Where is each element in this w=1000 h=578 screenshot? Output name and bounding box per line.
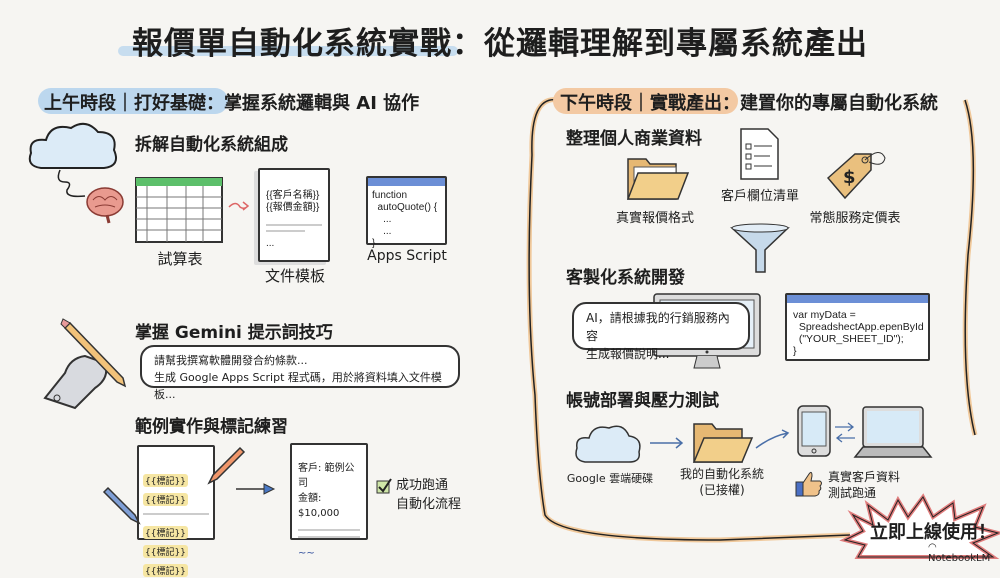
doc-field: {{報價金額}}: [266, 202, 320, 213]
cloud-icon: [28, 122, 117, 169]
afternoon-frame: [526, 97, 978, 543]
system-line: 我的自動化系統: [679, 467, 764, 481]
svg-text:$: $: [843, 167, 856, 188]
thumbs-up-icon: [795, 471, 822, 497]
afternoon-pill-bg: [553, 88, 738, 114]
checkbox-check-icon: [376, 478, 392, 494]
test-line: 真實客戶資料: [828, 470, 901, 484]
script-label: Apps Script: [367, 248, 447, 264]
brand-name: NotebookLM: [928, 553, 991, 564]
doc-field: ...: [266, 238, 275, 249]
spreadsheet-icon: [135, 177, 223, 243]
section-heading: 掌握 Gemini 提示詞技巧: [135, 323, 333, 343]
ai-prompt-bubble: AI，請根據我的行銷服務內容 生成報價說明...: [572, 302, 750, 361]
section-heading: 範例實作與標記練習: [135, 417, 288, 437]
sheet-label: 試算表: [157, 250, 203, 268]
system-label: 我的自動化系統 (已接權): [672, 466, 772, 498]
system-line: (已接權): [699, 483, 745, 497]
section-heading: 帳號部署與壓力測試: [566, 391, 719, 411]
morning-pill-label: 上午時段｜打好基礎: [44, 93, 206, 114]
morning-header: 上午時段｜打好基礎：掌握系統邏輯與 AI 協作: [44, 89, 419, 115]
client-field: 客戶: 範例公司: [298, 463, 355, 489]
curved-arrow-icon: [755, 429, 790, 449]
prompt-line: 生成 Google Apps Script 程式碼，用於將資料填入文件模板...: [154, 371, 442, 401]
afternoon-subtitle: ：建置你的專屬自動化系統: [722, 93, 938, 114]
tag: {{標記}}: [143, 526, 188, 539]
doc-label: 文件模板: [264, 267, 325, 285]
afternoon-pill-label: 下午時段｜實戰產出: [560, 93, 722, 114]
checklist-doc-icon: [740, 128, 779, 180]
success-line: 自動化流程: [396, 497, 462, 512]
section-heading: 客製化系統開發: [566, 268, 685, 288]
brain-icon: [86, 187, 124, 224]
page-title: 報價單自動化系統實戰：從邏輯理解到專屬系統產出: [132, 26, 868, 62]
thought-line-icon: [57, 169, 86, 198]
morning-pill-bg: [38, 88, 228, 114]
doc-field: {{客戶名稱}}: [266, 190, 320, 201]
price-tag-icon: $: [826, 152, 886, 200]
tagged-doc: {{標記}} {{標記}} {{標記}} {{標記}} {{標記}}: [137, 445, 215, 577]
code-text: var myData = SpreadshectApp.epenById ("Y…: [793, 309, 924, 357]
tag: {{標記}}: [143, 545, 188, 558]
drive-label: Google 雲端硬碟: [566, 472, 654, 485]
tag: {{標記}}: [143, 564, 188, 577]
success-text: 成功跑通自動化流程: [396, 476, 461, 514]
result-doc: 客戶: 範例公司 金額: $10,000 ~~: [290, 443, 368, 559]
launch-text: 立即上線使用！: [870, 522, 996, 543]
morning-subtitle: ：掌握系統邏輯與 AI 協作: [206, 93, 420, 114]
prompt-line: 生成報價說明...: [586, 347, 670, 361]
afternoon-header: 下午時段｜實戰產出：建置你的專屬自動化系統: [560, 89, 938, 115]
doc-template-card: {{客戶名稱}} {{報價金額}} ...: [258, 168, 330, 262]
amount-field: 金額: $10,000: [298, 493, 340, 519]
robot-hand-pencil-icon: [43, 318, 127, 410]
list-label: 客戶欄位清單: [720, 189, 799, 204]
tag: {{標記}}: [143, 474, 188, 487]
brand-watermark: ◠ NotebookLM: [928, 542, 1000, 564]
folder-label: 真實報價格式: [615, 211, 694, 226]
code-window: var myData = SpreadshectApp.epenById ("Y…: [785, 293, 930, 361]
prompt-line: 請幫我撰寫軟體開發合約條款...: [154, 354, 308, 367]
test-text: 真實客戶資料測試跑通: [828, 469, 900, 501]
code-text: function autoQuote() { ... ... }: [372, 190, 438, 249]
window-titlebar: [368, 178, 445, 186]
arrow-icon: [650, 437, 684, 449]
window-titlebar: [787, 295, 928, 303]
laptop-icon: [853, 406, 933, 458]
orange-pencil-icon: [207, 446, 246, 485]
section-heading: 拆解自動化系統組成: [135, 135, 288, 155]
apps-script-window: function autoQuote() { ... ... }: [366, 176, 447, 249]
title-highlight: [118, 46, 458, 56]
price-label: 常態服務定價表: [809, 211, 901, 226]
launch-burst: [839, 493, 1000, 559]
blue-pencil-icon: [102, 486, 141, 525]
folder-icon: [626, 158, 690, 200]
phone-icon: [797, 405, 831, 457]
signature: ~~: [298, 548, 315, 559]
cloud-drive-icon: [575, 425, 641, 463]
test-line: 測試跑通: [828, 486, 877, 500]
prompt-bubble: 請幫我撰寫軟體開發合約條款... 生成 Google Apps Script 程…: [140, 345, 460, 401]
success-line: 成功跑通: [396, 478, 449, 493]
sync-arrows-icon: [835, 422, 855, 443]
folder-icon: [692, 423, 754, 463]
funnel-icon: [730, 223, 790, 273]
tag: {{標記}}: [143, 493, 188, 506]
section-heading: 整理個人商業資料: [566, 129, 702, 149]
arrow-icon: [236, 483, 276, 495]
prompt-line: AI，請根據我的行銷服務內容: [586, 311, 730, 343]
arrow-icon: [228, 201, 250, 211]
notebooklm-logo-icon: ◠: [928, 542, 937, 553]
